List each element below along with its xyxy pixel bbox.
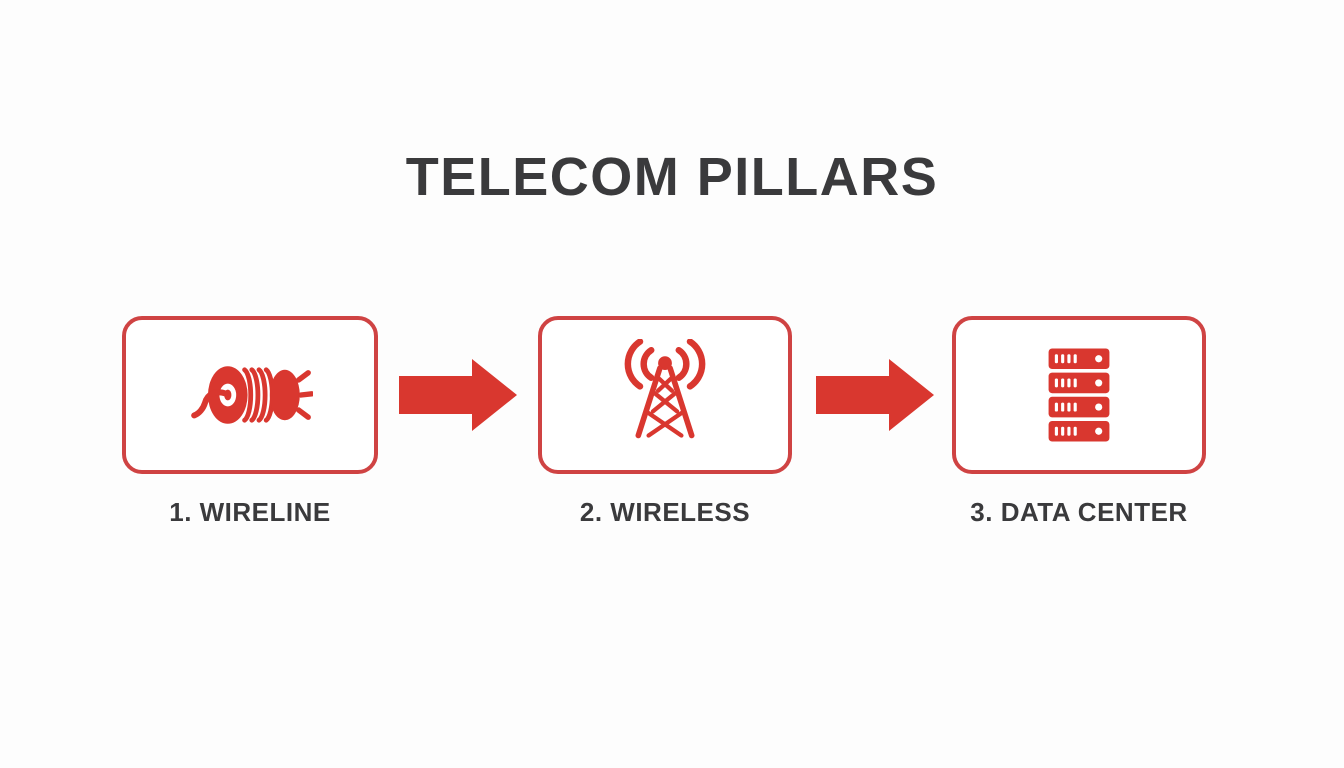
radio-tower-icon: [624, 339, 706, 439]
cable-spool-icon: [191, 366, 313, 424]
arrow-right-icon: [399, 359, 517, 431]
pillar-label-data-center: 3. DATA CENTER: [970, 497, 1188, 527]
server-rack-icon: [1048, 348, 1110, 442]
pillar-card-wireless: [538, 316, 792, 474]
pillar-label-wireline: 1. WIRELINE: [169, 497, 331, 527]
pillar-card-data-center: [952, 316, 1206, 474]
pillar-card-wireline: [122, 316, 378, 474]
arrow-right-icon: [816, 359, 934, 431]
page-title: TELECOM PILLARS: [405, 147, 939, 207]
pillar-label-wireless: 2. WIRELESS: [579, 497, 751, 527]
